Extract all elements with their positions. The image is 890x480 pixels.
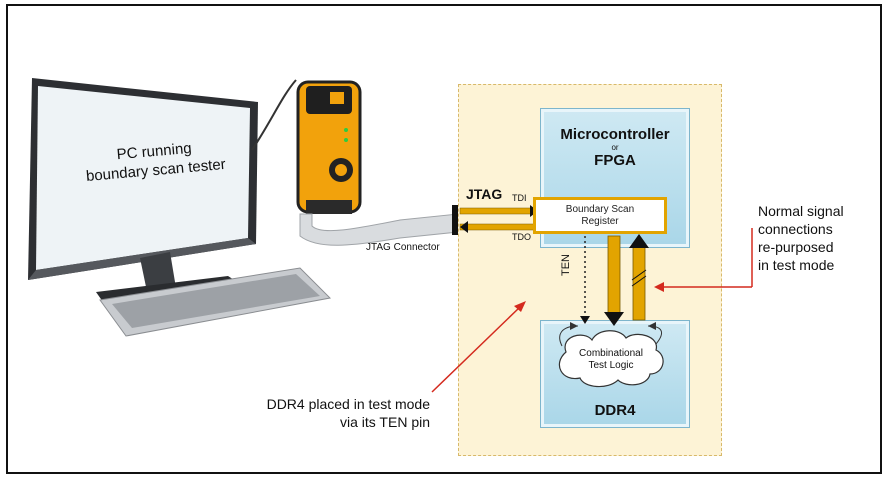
mcu-title: Microcontroller or FPGA	[540, 126, 690, 169]
ten-arrow	[580, 316, 590, 324]
mcu-line1: Microcontroller	[560, 126, 670, 143]
tdi-line	[459, 207, 537, 215]
ddr4-label: DDR4	[594, 402, 636, 419]
tdo-line	[459, 223, 537, 231]
callout-left-text: DDR4 placed in test mode via its TEN pin	[222, 395, 430, 431]
logic-cloud	[558, 330, 664, 388]
jtag-connector-label: JTAG Connector	[366, 242, 440, 253]
bus-down	[607, 235, 621, 317]
tdi-label: TDI	[512, 193, 527, 203]
bsr-line1: Boundary Scan	[565, 203, 635, 215]
bus-up	[632, 243, 646, 321]
logic-line2: Test Logic	[588, 360, 634, 371]
boundary-scan-register: Boundary Scan Register	[533, 197, 667, 234]
usb-cable	[251, 79, 297, 151]
ribbon-cable	[299, 213, 459, 246]
callout-left-line2: via its TEN pin	[340, 414, 430, 430]
tester-device	[296, 80, 362, 214]
callout-right-line1: Normal signal	[758, 203, 844, 219]
callout-left-line1: DDR4 placed in test mode	[266, 396, 430, 412]
keyboard	[99, 267, 332, 337]
callout-left-line	[431, 306, 521, 393]
jtag-label: JTAG	[466, 186, 503, 202]
bsr-line2: Register	[581, 215, 619, 227]
mcu-line3: FPGA	[594, 152, 636, 169]
jtag-connector	[452, 205, 460, 235]
tdo-arrow	[460, 221, 468, 233]
bus-down-arrow	[604, 312, 624, 326]
callout-right-text: Normal signal connections re-purposed in…	[758, 202, 844, 274]
logic-line1: Combinational	[579, 348, 643, 359]
tdo-label: TDO	[512, 232, 531, 242]
callout-right-line4: in test mode	[758, 257, 835, 273]
logic-label: Combinational Test Logic	[566, 348, 656, 372]
callout-right-line2: connections	[758, 221, 833, 237]
bus-up-arrow	[629, 234, 649, 248]
mcu-line2: or	[611, 143, 619, 152]
callout-right-line3: re-purposed	[758, 239, 834, 255]
ten-label: TEN	[560, 254, 572, 276]
